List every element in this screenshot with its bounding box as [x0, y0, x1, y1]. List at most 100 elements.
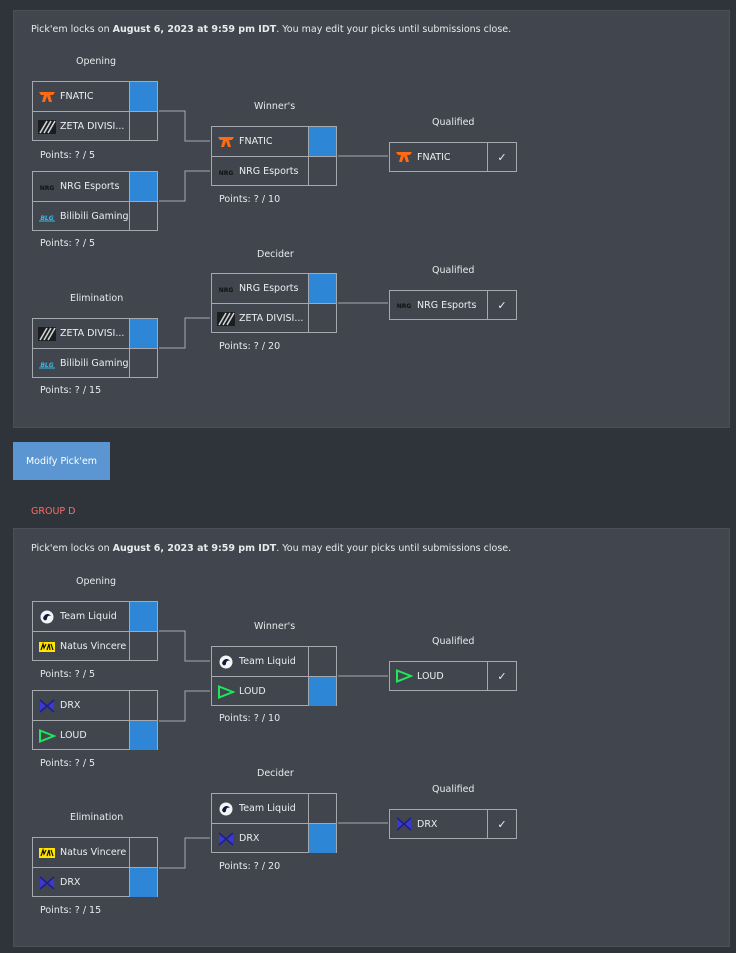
pick-toggle-selected[interactable] — [130, 868, 157, 897]
team-name: LOUD — [417, 670, 444, 682]
team-name: FNATIC — [239, 136, 273, 147]
points-label: Points: ? / 20 — [219, 341, 281, 352]
team-option[interactable]: LOUD — [33, 721, 130, 750]
loud-logo-icon — [217, 685, 235, 699]
elimination-label: Elimination — [70, 812, 124, 823]
match-slot-top: Natus Vincere — [33, 838, 157, 868]
team-option[interactable]: Natus Vincere — [33, 632, 130, 661]
qualified-team: DRX — [390, 810, 488, 838]
team-name: DRX — [60, 877, 81, 888]
qualified-slot-1: LOUD ✓ — [389, 661, 517, 691]
pick-toggle[interactable] — [130, 349, 157, 378]
team-option[interactable]: Bilibili Gaming — [33, 349, 130, 378]
winners-match: FNATIC NRG Esports — [211, 126, 337, 186]
team-option[interactable]: FNATIC — [33, 82, 130, 111]
team-option[interactable]: DRX — [212, 824, 309, 853]
opening-match-2: NRG Esports Bilibili Gaming — [32, 171, 158, 231]
team-option[interactable]: ZETA DIVISI... — [33, 112, 130, 141]
qualified-team: NRG Esports — [390, 291, 488, 319]
team-option[interactable]: Natus Vincere — [33, 838, 130, 867]
points-label: Points: ? / 15 — [40, 905, 102, 916]
modify-pickem-button[interactable]: Modify Pick'em — [13, 442, 110, 480]
qualified-slot-2: DRX ✓ — [389, 809, 517, 839]
pickem-panel-group-2: Pick'em locks on August 6, 2023 at 9:59 … — [13, 528, 730, 947]
qualified-slot-2: NRG Esports ✓ — [389, 290, 517, 320]
qualified-team: FNATIC — [390, 143, 488, 171]
team-name: Team Liquid — [60, 611, 117, 622]
drx-logo-icon — [38, 876, 56, 890]
team-option[interactable]: FNATIC — [212, 127, 309, 156]
group-label: GROUP D — [31, 506, 76, 517]
pick-toggle-selected[interactable] — [309, 127, 336, 156]
notice-suffix: . You may edit your picks until submissi… — [276, 543, 512, 554]
decider-match: NRG Esports ZETA DIVISI... — [211, 273, 337, 333]
match-slot-bottom: Natus Vincere — [33, 632, 157, 661]
team-option[interactable]: Team Liquid — [212, 794, 309, 823]
team-option[interactable]: NRG Esports — [212, 274, 309, 303]
check-icon: ✓ — [497, 298, 507, 312]
team-option[interactable]: Bilibili Gaming — [33, 202, 130, 231]
pick-toggle-selected[interactable] — [309, 677, 336, 706]
liquid-logo-icon — [217, 802, 235, 816]
loud-logo-icon — [395, 669, 413, 683]
pick-toggle[interactable] — [130, 202, 157, 231]
match-slot-top: DRX — [33, 691, 157, 721]
points-label: Points: ? / 10 — [219, 713, 281, 724]
elimination-match: ZETA DIVISI... Bilibili Gaming — [32, 318, 158, 378]
pick-toggle[interactable] — [309, 304, 336, 333]
match-slot-bottom: Bilibili Gaming — [33, 202, 157, 231]
match-slot-bottom: LOUD — [212, 677, 336, 706]
pick-toggle-selected[interactable] — [130, 602, 157, 631]
zeta-division-logo-icon — [38, 327, 56, 341]
team-option[interactable]: Team Liquid — [212, 647, 309, 676]
team-option[interactable]: NRG Esports — [33, 172, 130, 201]
zeta-division-logo-icon — [38, 120, 56, 134]
decider-label: Decider — [257, 249, 294, 260]
drx-logo-icon — [38, 699, 56, 713]
team-name: FNATIC — [417, 151, 451, 163]
points-label: Points: ? / 5 — [40, 150, 96, 161]
match-slot-top: Team Liquid — [212, 794, 336, 824]
match-slot-bottom: ZETA DIVISI... — [33, 112, 157, 141]
pick-toggle[interactable] — [130, 838, 157, 867]
pick-toggle[interactable] — [309, 794, 336, 823]
pick-toggle-selected[interactable] — [309, 274, 336, 303]
team-option[interactable]: DRX — [33, 868, 130, 897]
notice-suffix: . You may edit your picks until submissi… — [276, 24, 512, 35]
match-slot-top: Team Liquid — [33, 602, 157, 632]
pick-toggle[interactable] — [130, 691, 157, 720]
nrg-logo-icon — [38, 180, 56, 194]
team-name: NRG Esports — [60, 181, 120, 192]
pick-toggle[interactable] — [309, 157, 336, 186]
opening-match-1: Team Liquid Natus Vincere — [32, 601, 158, 661]
team-option[interactable]: DRX — [33, 691, 130, 720]
team-option[interactable]: ZETA DIVISI... — [212, 304, 309, 333]
pick-toggle-selected[interactable] — [130, 172, 157, 201]
fnatic-logo-icon — [217, 135, 235, 149]
match-slot-top: NRG Esports — [33, 172, 157, 202]
pick-toggle[interactable] — [130, 632, 157, 661]
match-slot-top: ZETA DIVISI... — [33, 319, 157, 349]
match-slot-bottom: NRG Esports — [212, 157, 336, 186]
navi-logo-icon — [38, 846, 56, 860]
drx-logo-icon — [217, 832, 235, 846]
pick-toggle-selected[interactable] — [130, 82, 157, 111]
match-slot-bottom: DRX — [33, 868, 157, 897]
pick-toggle[interactable] — [309, 647, 336, 676]
team-name: Team Liquid — [239, 803, 296, 814]
match-slot-top: FNATIC — [33, 82, 157, 112]
navi-logo-icon — [38, 640, 56, 654]
team-name: FNATIC — [60, 91, 94, 102]
team-option[interactable]: LOUD — [212, 677, 309, 706]
team-option[interactable]: Team Liquid — [33, 602, 130, 631]
pick-toggle-selected[interactable] — [130, 721, 157, 750]
pick-toggle-selected[interactable] — [309, 824, 336, 853]
pick-toggle-selected[interactable] — [130, 319, 157, 348]
pick-toggle[interactable] — [130, 112, 157, 141]
team-option[interactable]: NRG Esports — [212, 157, 309, 186]
loud-logo-icon — [38, 729, 56, 743]
team-option[interactable]: ZETA DIVISI... — [33, 319, 130, 348]
team-name: Natus Vincere — [60, 641, 127, 652]
points-label: Points: ? / 5 — [40, 758, 96, 769]
team-name: ZETA DIVISI... — [60, 121, 125, 132]
